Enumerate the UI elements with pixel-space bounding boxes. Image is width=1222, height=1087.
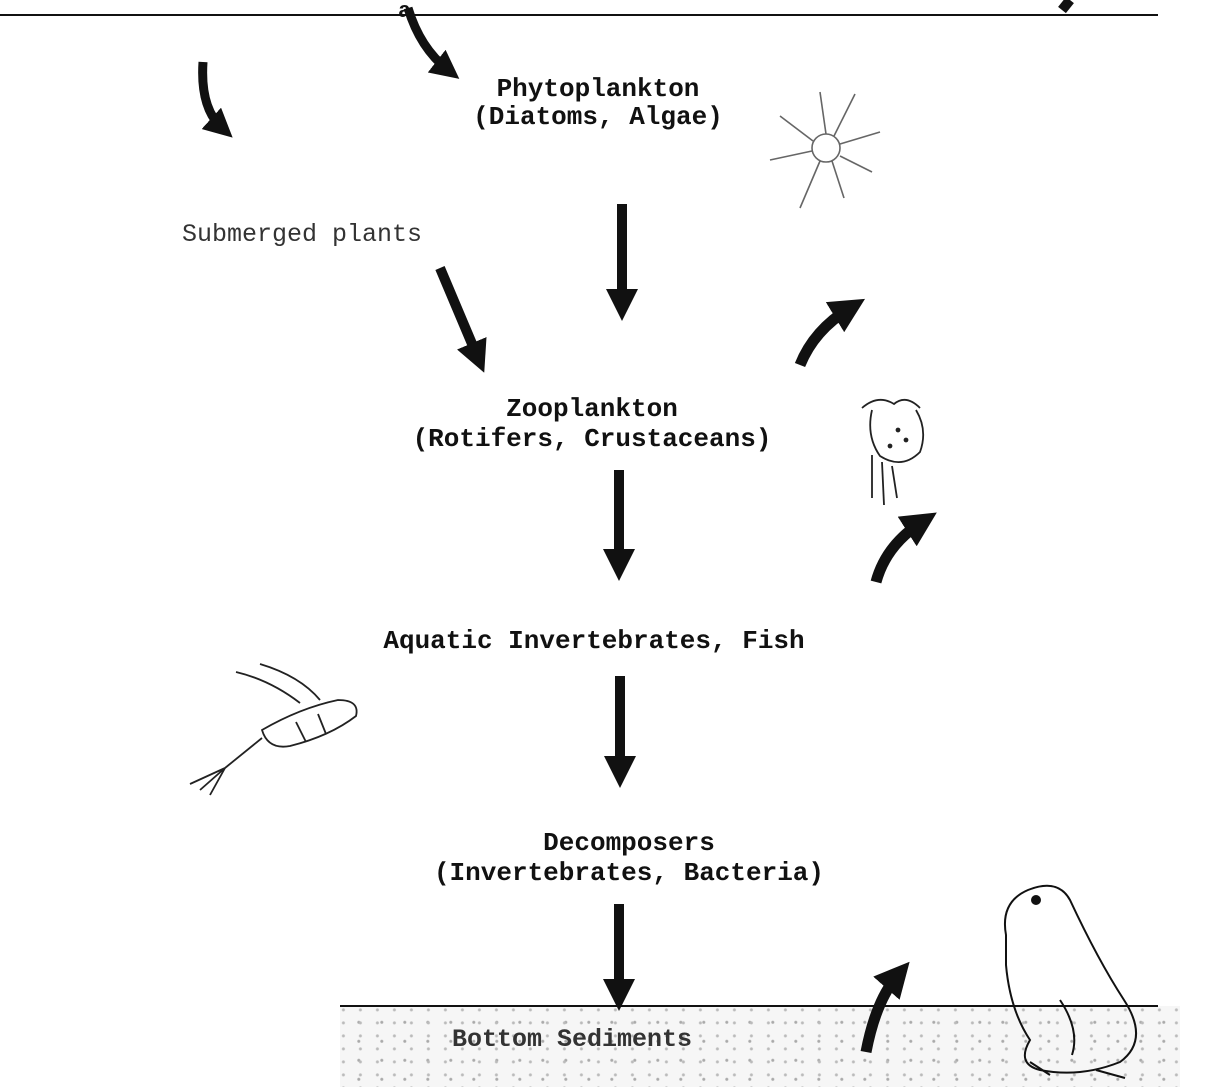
crustacean-sketch [190,664,357,795]
arrow-into-submerged-plants [203,62,222,128]
decomposers-detail: (Invertebrates, Bacteria) [396,858,862,889]
corner-letter: a [398,0,411,27]
corner-arrow [1062,0,1070,10]
invertebrates-fish-label: Aquatic Invertebrates, Fish [338,626,850,657]
arrow-plants-to-zooplankton [440,268,478,358]
diatom-sketch [770,92,880,208]
arrow-into-phytoplankton [408,8,448,70]
recycle-arrow-lower [866,975,898,1052]
phytoplankton-detail: (Diatoms, Algae) [448,102,748,133]
bottom-sediments-label: Bottom Sediments [452,1025,692,1055]
recycle-arrow-upper [800,308,850,365]
phytoplankton-label: Phytoplankton [448,74,748,105]
recycle-arrow-middle [876,522,922,582]
rotifer-sketch [862,400,923,505]
decomposers-label: Decomposers [396,828,862,859]
zooplankton-detail: (Rotifers, Crustaceans) [380,424,804,455]
zooplankton-label: Zooplankton [392,394,792,425]
frog-sketch [1005,886,1136,1078]
submerged-plants-label: Submerged plants [182,220,422,250]
